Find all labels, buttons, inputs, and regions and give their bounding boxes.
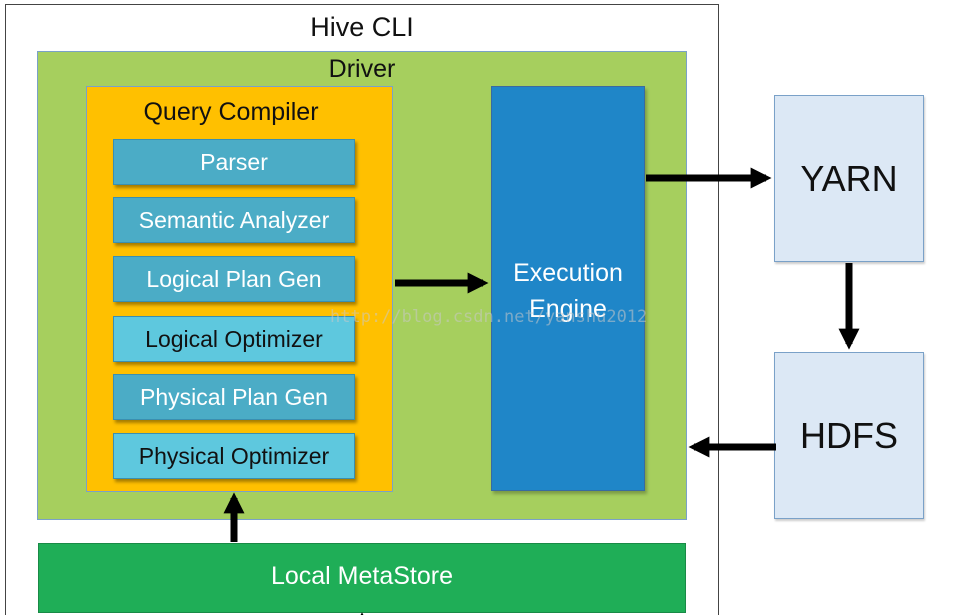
stage-logical-plan-gen: Logical Plan Gen (113, 256, 355, 302)
local-metastore-label: Local MetaStore (270, 562, 454, 590)
stage-logical-optimizer: Logical Optimizer (113, 316, 355, 362)
execution-engine-label: Execution Engine (491, 255, 645, 327)
yarn-box: YARN (774, 95, 924, 262)
query-compiler-title: Query Compiler (143, 98, 319, 126)
execution-engine-line2: Engine (529, 295, 607, 323)
stage-semantic-analyzer: Semantic Analyzer (113, 197, 355, 243)
watermark-text: http://blog.csdn.net/yanshu2012 (330, 307, 648, 327)
stage-parser: Parser (113, 139, 355, 185)
execution-engine-line1: Execution (513, 259, 623, 287)
execution-engine-box (491, 86, 645, 491)
hive-cli-title: Hive CLI (310, 12, 414, 42)
driver-title: Driver (328, 55, 396, 83)
stage-physical-optimizer: Physical Optimizer (113, 433, 355, 479)
local-metastore-box (38, 543, 686, 613)
stage-physical-plan-gen: Physical Plan Gen (113, 374, 355, 420)
hdfs-box: HDFS (774, 352, 924, 519)
